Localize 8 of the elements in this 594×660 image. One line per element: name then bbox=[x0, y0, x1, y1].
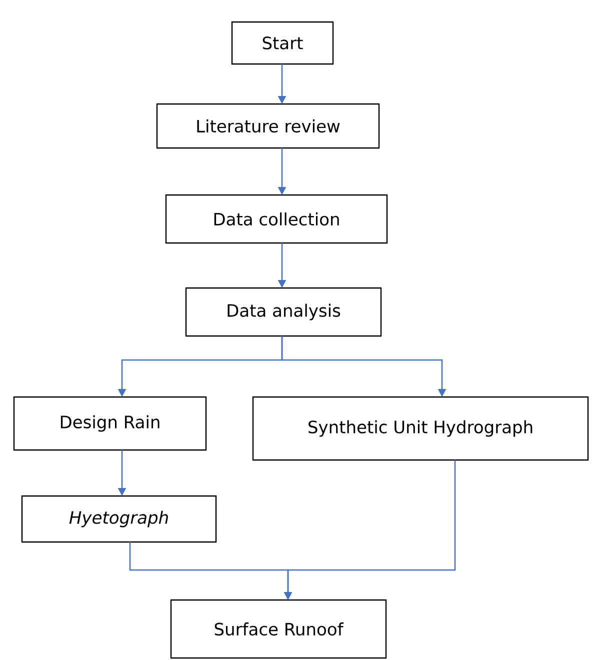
process-box: Literature review bbox=[156, 103, 380, 149]
process-box: Start bbox=[231, 21, 334, 65]
process-box: Hyetograph bbox=[21, 495, 217, 543]
process-box: Synthetic Unit Hydrograph bbox=[252, 396, 589, 461]
process-box: Surface Runoof bbox=[170, 599, 387, 659]
process-box: Data collection bbox=[165, 194, 388, 244]
process-box: Design Rain bbox=[13, 396, 207, 451]
process-box: Data analysis bbox=[185, 287, 382, 337]
